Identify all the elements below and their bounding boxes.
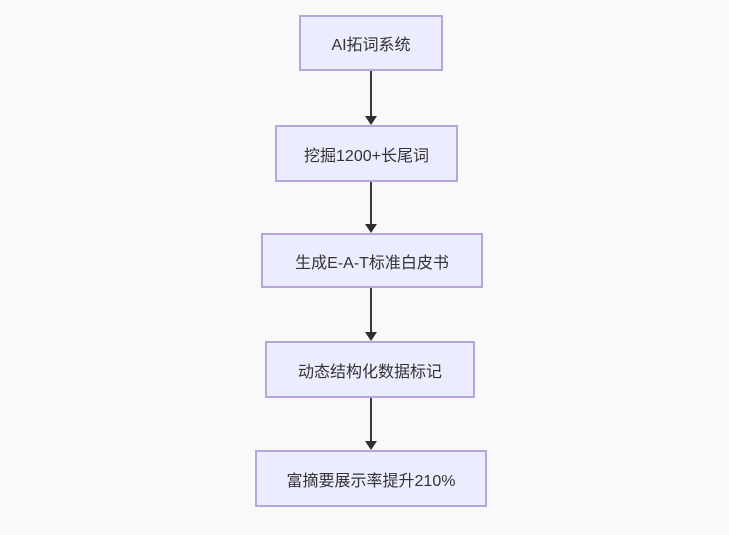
flow-node-rich-snippet-result: 富摘要展示率提升210%: [255, 450, 487, 507]
flow-node-eat-whitepaper: 生成E-A-T标准白皮书: [261, 233, 483, 288]
arrowhead-icon: [365, 224, 377, 233]
arrowhead-icon: [365, 441, 377, 450]
arrowhead-icon: [365, 116, 377, 125]
flow-node-ai-keyword-system: AI拓词系统: [299, 15, 443, 71]
edge-line-c-d: [370, 288, 372, 332]
edge-line-b-c: [370, 182, 372, 224]
flow-node-structured-data-markup: 动态结构化数据标记: [265, 341, 475, 398]
edge-line-a-b: [370, 71, 372, 116]
flow-node-label: 挖掘1200+长尾词: [304, 147, 429, 165]
arrowhead-icon: [365, 332, 377, 341]
flow-node-label: 动态结构化数据标记: [297, 363, 442, 381]
flow-node-label: AI拓词系统: [331, 37, 411, 54]
flow-node-label: 富摘要展示率提升210%: [286, 472, 456, 490]
edge-line-d-e: [370, 398, 372, 441]
flow-node-label: 生成E-A-T标准白皮书: [295, 254, 449, 272]
flow-node-longtail-mining: 挖掘1200+长尾词: [275, 125, 458, 182]
